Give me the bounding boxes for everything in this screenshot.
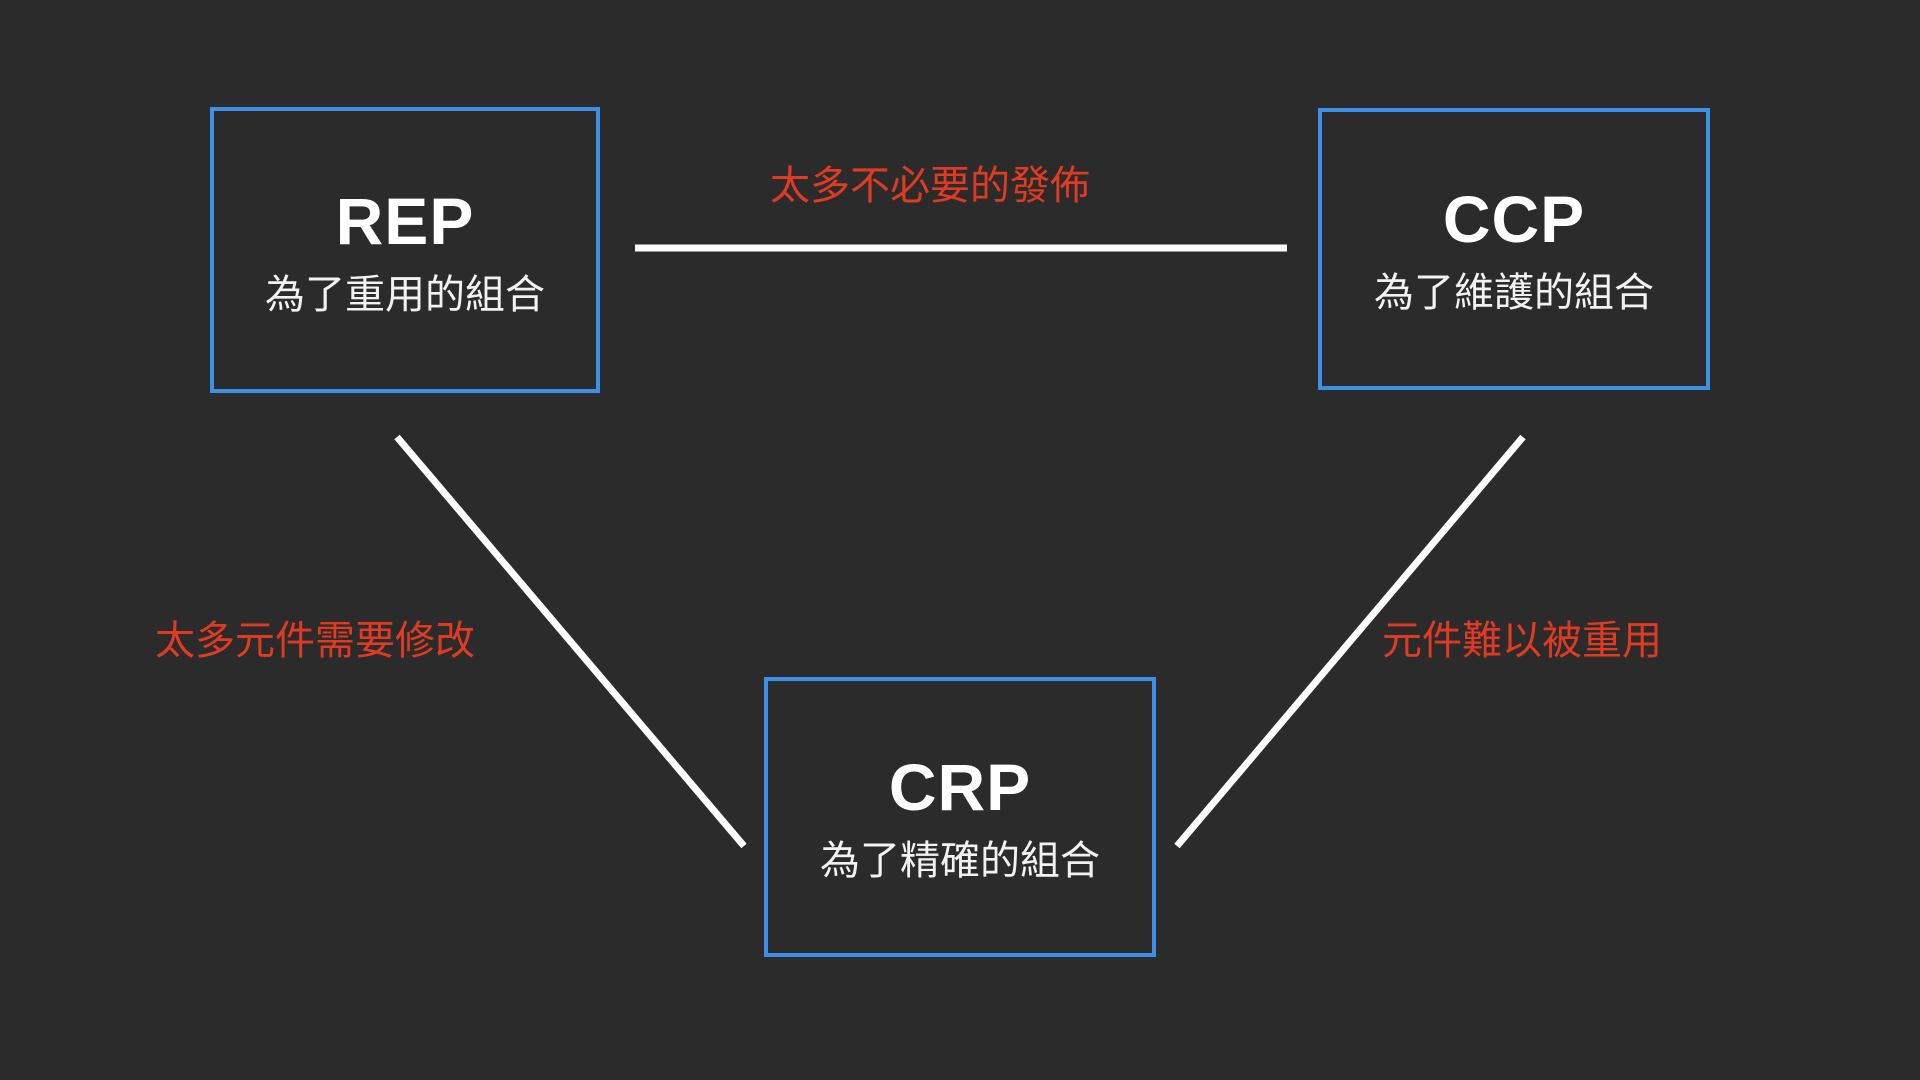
node-rep-description: 為了重用的組合 <box>265 273 545 317</box>
node-rep-acronym: REP <box>335 184 475 258</box>
node-crp-description: 為了精確的組合 <box>820 839 1100 883</box>
node-ccp[interactable]: CCP 為了維護的組合 <box>1318 108 1710 390</box>
edge-label-rep-crp: 太多元件需要修改 <box>155 619 475 663</box>
edge-label-rep-ccp: 太多不必要的發佈 <box>770 164 1090 208</box>
node-ccp-description: 為了維護的組合 <box>1374 271 1654 315</box>
edge-label-ccp-crp: 元件難以被重用 <box>1382 619 1662 663</box>
node-rep[interactable]: REP 為了重用的組合 <box>210 107 600 393</box>
node-crp[interactable]: CRP 為了精確的組合 <box>764 677 1156 957</box>
node-crp-acronym: CRP <box>888 750 1032 824</box>
node-ccp-acronym: CCP <box>1442 182 1586 256</box>
